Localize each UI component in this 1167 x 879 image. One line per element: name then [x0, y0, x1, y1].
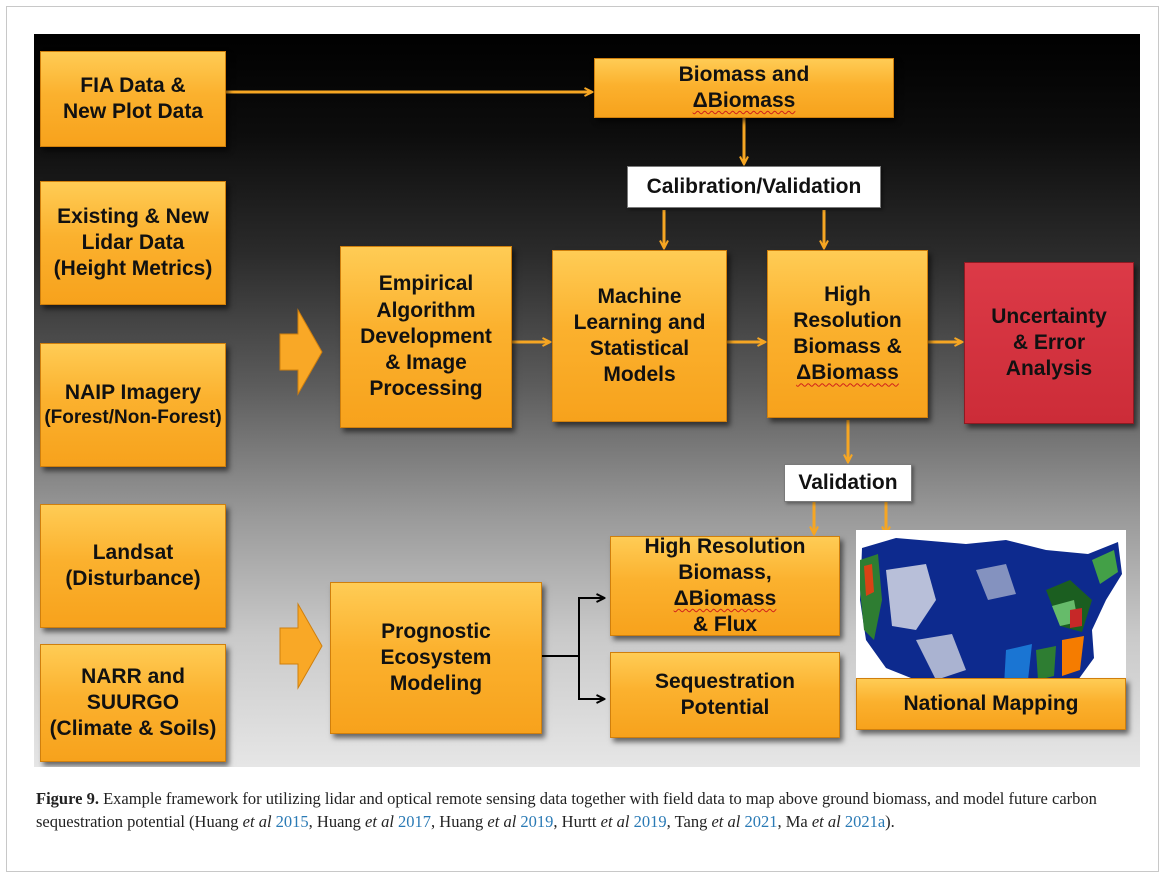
uncertainty-error-box: Uncertainty & Error Analysis: [964, 262, 1134, 424]
naip-imagery-box: NAIP Imagery (Forest/Non-Forest): [40, 343, 226, 467]
citation-link[interactable]: 2021: [744, 812, 778, 831]
block-arrow-upper: [279, 308, 323, 396]
diagram-panel: FIA Data & New Plot Data Existing & New …: [34, 34, 1140, 767]
figure-caption: Figure 9. Example framework for utilizin…: [36, 789, 1097, 831]
sequestration-potential-box: Sequestration Potential: [610, 652, 840, 738]
fia-data-box: FIA Data & New Plot Data: [40, 51, 226, 147]
citation-link[interactable]: 2017: [398, 812, 432, 831]
high-resolution-flux-box: High Resolution Biomass, ΔBiomass & Flux: [610, 535, 840, 636]
connector-fork-to-sequestration: [578, 656, 604, 699]
caption-text: Example framework for utilizing lidar an…: [36, 789, 1097, 831]
block-arrow-lower: [279, 602, 323, 690]
machine-learning-box: Machine Learning and Statistical Models: [552, 250, 727, 422]
calibration-validation-box: Calibration/Validation: [627, 166, 881, 208]
caption-label: Figure 9.: [36, 789, 99, 808]
high-resolution-biomass-box: High Resolution Biomass & ΔBiomass: [767, 250, 928, 418]
empirical-algorithm-box: Empirical Algorithm Development & Image …: [340, 246, 512, 428]
narr-suurgo-box: NARR and SUURGO (Climate & Soils): [40, 644, 226, 762]
citation-link[interactable]: 2019: [520, 812, 554, 831]
citation-link[interactable]: 2021a: [844, 812, 886, 831]
lidar-data-box: Existing & New Lidar Data (Height Metric…: [40, 181, 226, 305]
citation-link[interactable]: 2015: [275, 812, 309, 831]
biomass-top-box: Biomass and ΔBiomass: [594, 58, 894, 118]
national-mapping-box: National Mapping: [856, 678, 1126, 730]
citation-link[interactable]: 2019: [633, 812, 667, 831]
landsat-box: Landsat (Disturbance): [40, 504, 226, 628]
connector-layer: [226, 34, 1140, 767]
prognostic-modeling-box: Prognostic Ecosystem Modeling: [330, 582, 542, 734]
connector-fork-to-flux: [578, 598, 604, 656]
validation-box: Validation: [784, 464, 912, 502]
